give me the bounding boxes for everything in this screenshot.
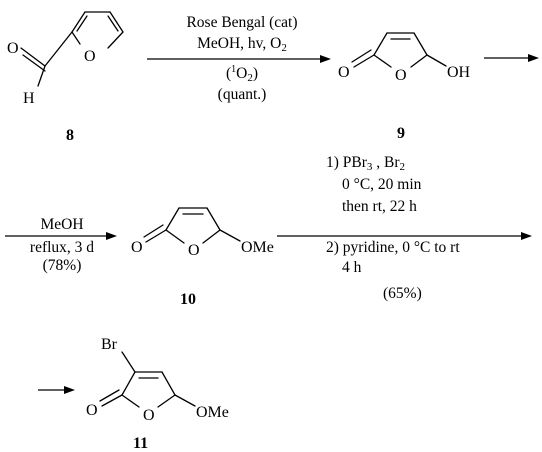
c10-bond-c2-o-exo-inner (143, 224, 164, 238)
c10-bond-o-c2 (165, 229, 185, 244)
c9-bond-c4-c5 (413, 32, 428, 56)
c9-bond-c2-c3 (373, 32, 388, 56)
c11-atom-br: Br (101, 336, 118, 353)
c11-atom-ome: OMe (196, 404, 229, 421)
step1-oxygen-sub: 2 (247, 72, 253, 84)
step3-br: , Br (372, 154, 400, 171)
c10-bond-c5-o (202, 229, 221, 244)
c11-bond-c2-o-exo-inner (99, 389, 120, 402)
c9-atom-oh: OH (447, 64, 471, 81)
c11-bond-c2-c3 (121, 371, 136, 396)
c8-ring-bond-c2-c3-inner (76, 15, 88, 32)
c8-ring-bond-c2-c3 (71, 11, 86, 33)
step3-time-2: 4 h (342, 259, 362, 276)
arrow-10-continue-head (521, 232, 532, 240)
arrow-9-continue (484, 54, 539, 62)
step1-paren-close: ) (253, 65, 258, 82)
compound-8: O H O 8 (7, 11, 124, 144)
step3-br-sub: 2 (400, 161, 406, 173)
step3-then: then rt, 22 h (342, 198, 417, 215)
compound-11: Br O O OMe 11 (86, 336, 229, 452)
c9-bond-c5-oh (426, 54, 447, 67)
c8-atom-o-carbonyl: O (7, 40, 19, 57)
step1-reagents: MeOH, hv, O2 (197, 35, 287, 54)
c9-label: 9 (397, 125, 405, 142)
c11-atom-o-ring: O (143, 407, 155, 424)
step1-oxygen: O (236, 65, 247, 82)
c9-bond-c2-o-exo-inner (351, 49, 372, 63)
c11-bond-c3-br (121, 351, 136, 373)
step3-pbr-sub: 3 (367, 161, 373, 173)
step1-sup: 1 (231, 64, 236, 75)
step1-reagents-sub: 2 (281, 42, 287, 54)
step1-reagents-text: MeOH, hv, O (197, 35, 281, 52)
arrow-9-to-10-head (106, 232, 117, 240)
c11-bond-o-c2 (121, 394, 140, 408)
c10-bond-c4-c5 (206, 207, 221, 231)
c11-atom-o-carbonyl: O (86, 402, 98, 419)
c10-atom-ome: OMe (241, 239, 274, 256)
step2-conditions: MeOH reflux, 3 d (78%) (30, 216, 94, 274)
c9-atom-o-carbonyl: O (338, 64, 350, 81)
arrow-to-11-head (64, 386, 75, 394)
c10-atom-o-ring: O (188, 242, 200, 259)
arrow-8-to-9 (147, 55, 331, 63)
arrow-10-continue (277, 232, 532, 240)
arrow-9-to-10 (5, 232, 117, 240)
step3-pbr: 1) PBr (326, 154, 368, 171)
c11-bond-c5-o (157, 394, 176, 408)
c9-bond-c2-o-exo (353, 54, 375, 68)
c8-bond-c2-cho (44, 31, 73, 67)
step3-reagents-2: 2) pyridine, 0 °C to rt (326, 239, 460, 256)
c8-bond-cho-o (20, 47, 46, 67)
c10-atom-o-carbonyl: O (131, 239, 143, 256)
c8-atom-o-ring: O (84, 48, 96, 65)
c8-bond-cho-h (37, 65, 46, 87)
step3-conditions: 1) PBr3 , Br2 0 °C, 20 min then rt, 22 h… (326, 154, 460, 302)
arrow-8-to-9-head (320, 55, 331, 63)
c11-label: 11 (133, 435, 148, 452)
c8-ring-bond-c4-c5-inner (107, 15, 119, 32)
c10-bond-c5-ome (219, 229, 241, 242)
c9-bond-c5-o (410, 54, 428, 68)
step1-catalyst: Rose Bengal (cat) (186, 14, 297, 31)
c9-bond-o-c2 (373, 54, 392, 68)
c11-bond-c5-ome (174, 394, 196, 407)
c8-ring-bond-c5-o (107, 31, 124, 49)
step1-paren-open: ( (226, 65, 231, 82)
arrow-9-continue-head (528, 54, 539, 62)
c8-atom-h: H (23, 90, 35, 107)
step1-yield: (quant.) (218, 86, 267, 103)
step2-solvent: MeOH (40, 216, 83, 233)
c11-bond-c2-o-exo (101, 394, 123, 407)
step2-yield: (78%) (43, 257, 82, 274)
step3-reagents-1: 1) PBr3 , Br2 (326, 154, 405, 173)
arrow-to-11 (38, 386, 75, 394)
compound-10: O O OMe 10 (131, 207, 274, 308)
c11-bond-c4-c5 (161, 371, 176, 396)
c8-ring-bond-o-c2 (71, 31, 81, 45)
step2-time: reflux, 3 d (30, 239, 94, 256)
c8-bond-cho-o-inner (22, 54, 46, 72)
c9-atom-o-ring: O (395, 67, 407, 84)
c8-ring-bond-c4-c5 (109, 11, 124, 33)
c10-bond-c2-o-exo (145, 229, 167, 243)
step1-singlet-oxygen: (1O2) (226, 64, 258, 84)
step1-conditions: Rose Bengal (cat) MeOH, hv, O2 (1O2) (qu… (186, 14, 297, 103)
c8-label: 8 (66, 127, 74, 144)
c10-bond-c2-c3 (165, 207, 180, 231)
step3-yield: (65%) (383, 285, 422, 302)
c10-label: 10 (180, 291, 196, 308)
compound-9: O O OH 9 (338, 32, 471, 142)
step3-temp-1: 0 °C, 20 min (342, 176, 422, 193)
